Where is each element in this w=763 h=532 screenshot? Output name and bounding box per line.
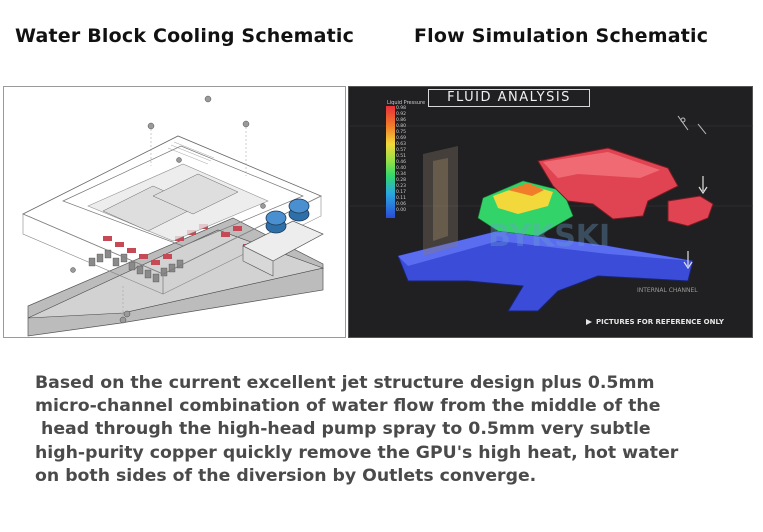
legend-title: Liquid Pressure (387, 100, 426, 106)
watermark-text: BYKSKI (488, 219, 610, 254)
legend-tick: 0.69 (396, 136, 407, 141)
legend-tick: 0.40 (396, 166, 407, 171)
fluid-analysis-header: FLUID ANALYSIS (428, 89, 590, 107)
legend-tick: 0.86 (396, 118, 407, 123)
description-line: on both sides of the diversion by Outlet… (35, 465, 537, 486)
internal-channel-label: INTERNAL CHANNEL (637, 287, 698, 294)
legend-tick: 0.92 (396, 112, 407, 117)
legend-tick: 0.46 (396, 160, 407, 165)
description-line: high-purity copper quickly remove the GP… (35, 442, 679, 463)
legend-tick: 0.75 (396, 130, 407, 135)
pressure-color-scale (386, 106, 395, 218)
legend-tick: 0.11 (396, 196, 407, 201)
legend-tick: 0.34 (396, 172, 407, 177)
legend-tick: 0.00 (396, 208, 407, 213)
fluid-flow-render: BYKSKI (348, 115, 753, 312)
play-arrow-icon (586, 319, 592, 325)
title-flow-simulation: Flow Simulation Schematic (414, 25, 709, 47)
legend-tick: 0.80 (396, 124, 407, 129)
legend-tick: 0.51 (396, 154, 407, 159)
legend-tick: 0.06 (396, 202, 407, 207)
water-block-exploded-diagram (22, 95, 325, 337)
legend-tick: 0.63 (396, 142, 407, 147)
legend-tick: 0.28 (396, 178, 407, 183)
legend-tick: 0.57 (396, 148, 407, 153)
legend-tick: 0.98 (396, 106, 407, 111)
description-line: head through the high-head pump spray to… (35, 419, 651, 440)
description-line: Based on the current excellent jet struc… (35, 373, 655, 393)
product-description: Based on the current excellent jet struc… (35, 372, 735, 488)
reference-note: PICTURES FOR REFERENCE ONLY (596, 318, 724, 326)
legend-tick: 0.23 (396, 184, 407, 189)
description-line: micro-channel combination of water flow … (35, 396, 661, 417)
legend-tick: 0.17 (396, 190, 407, 195)
title-water-block: Water Block Cooling Schematic (15, 25, 355, 47)
